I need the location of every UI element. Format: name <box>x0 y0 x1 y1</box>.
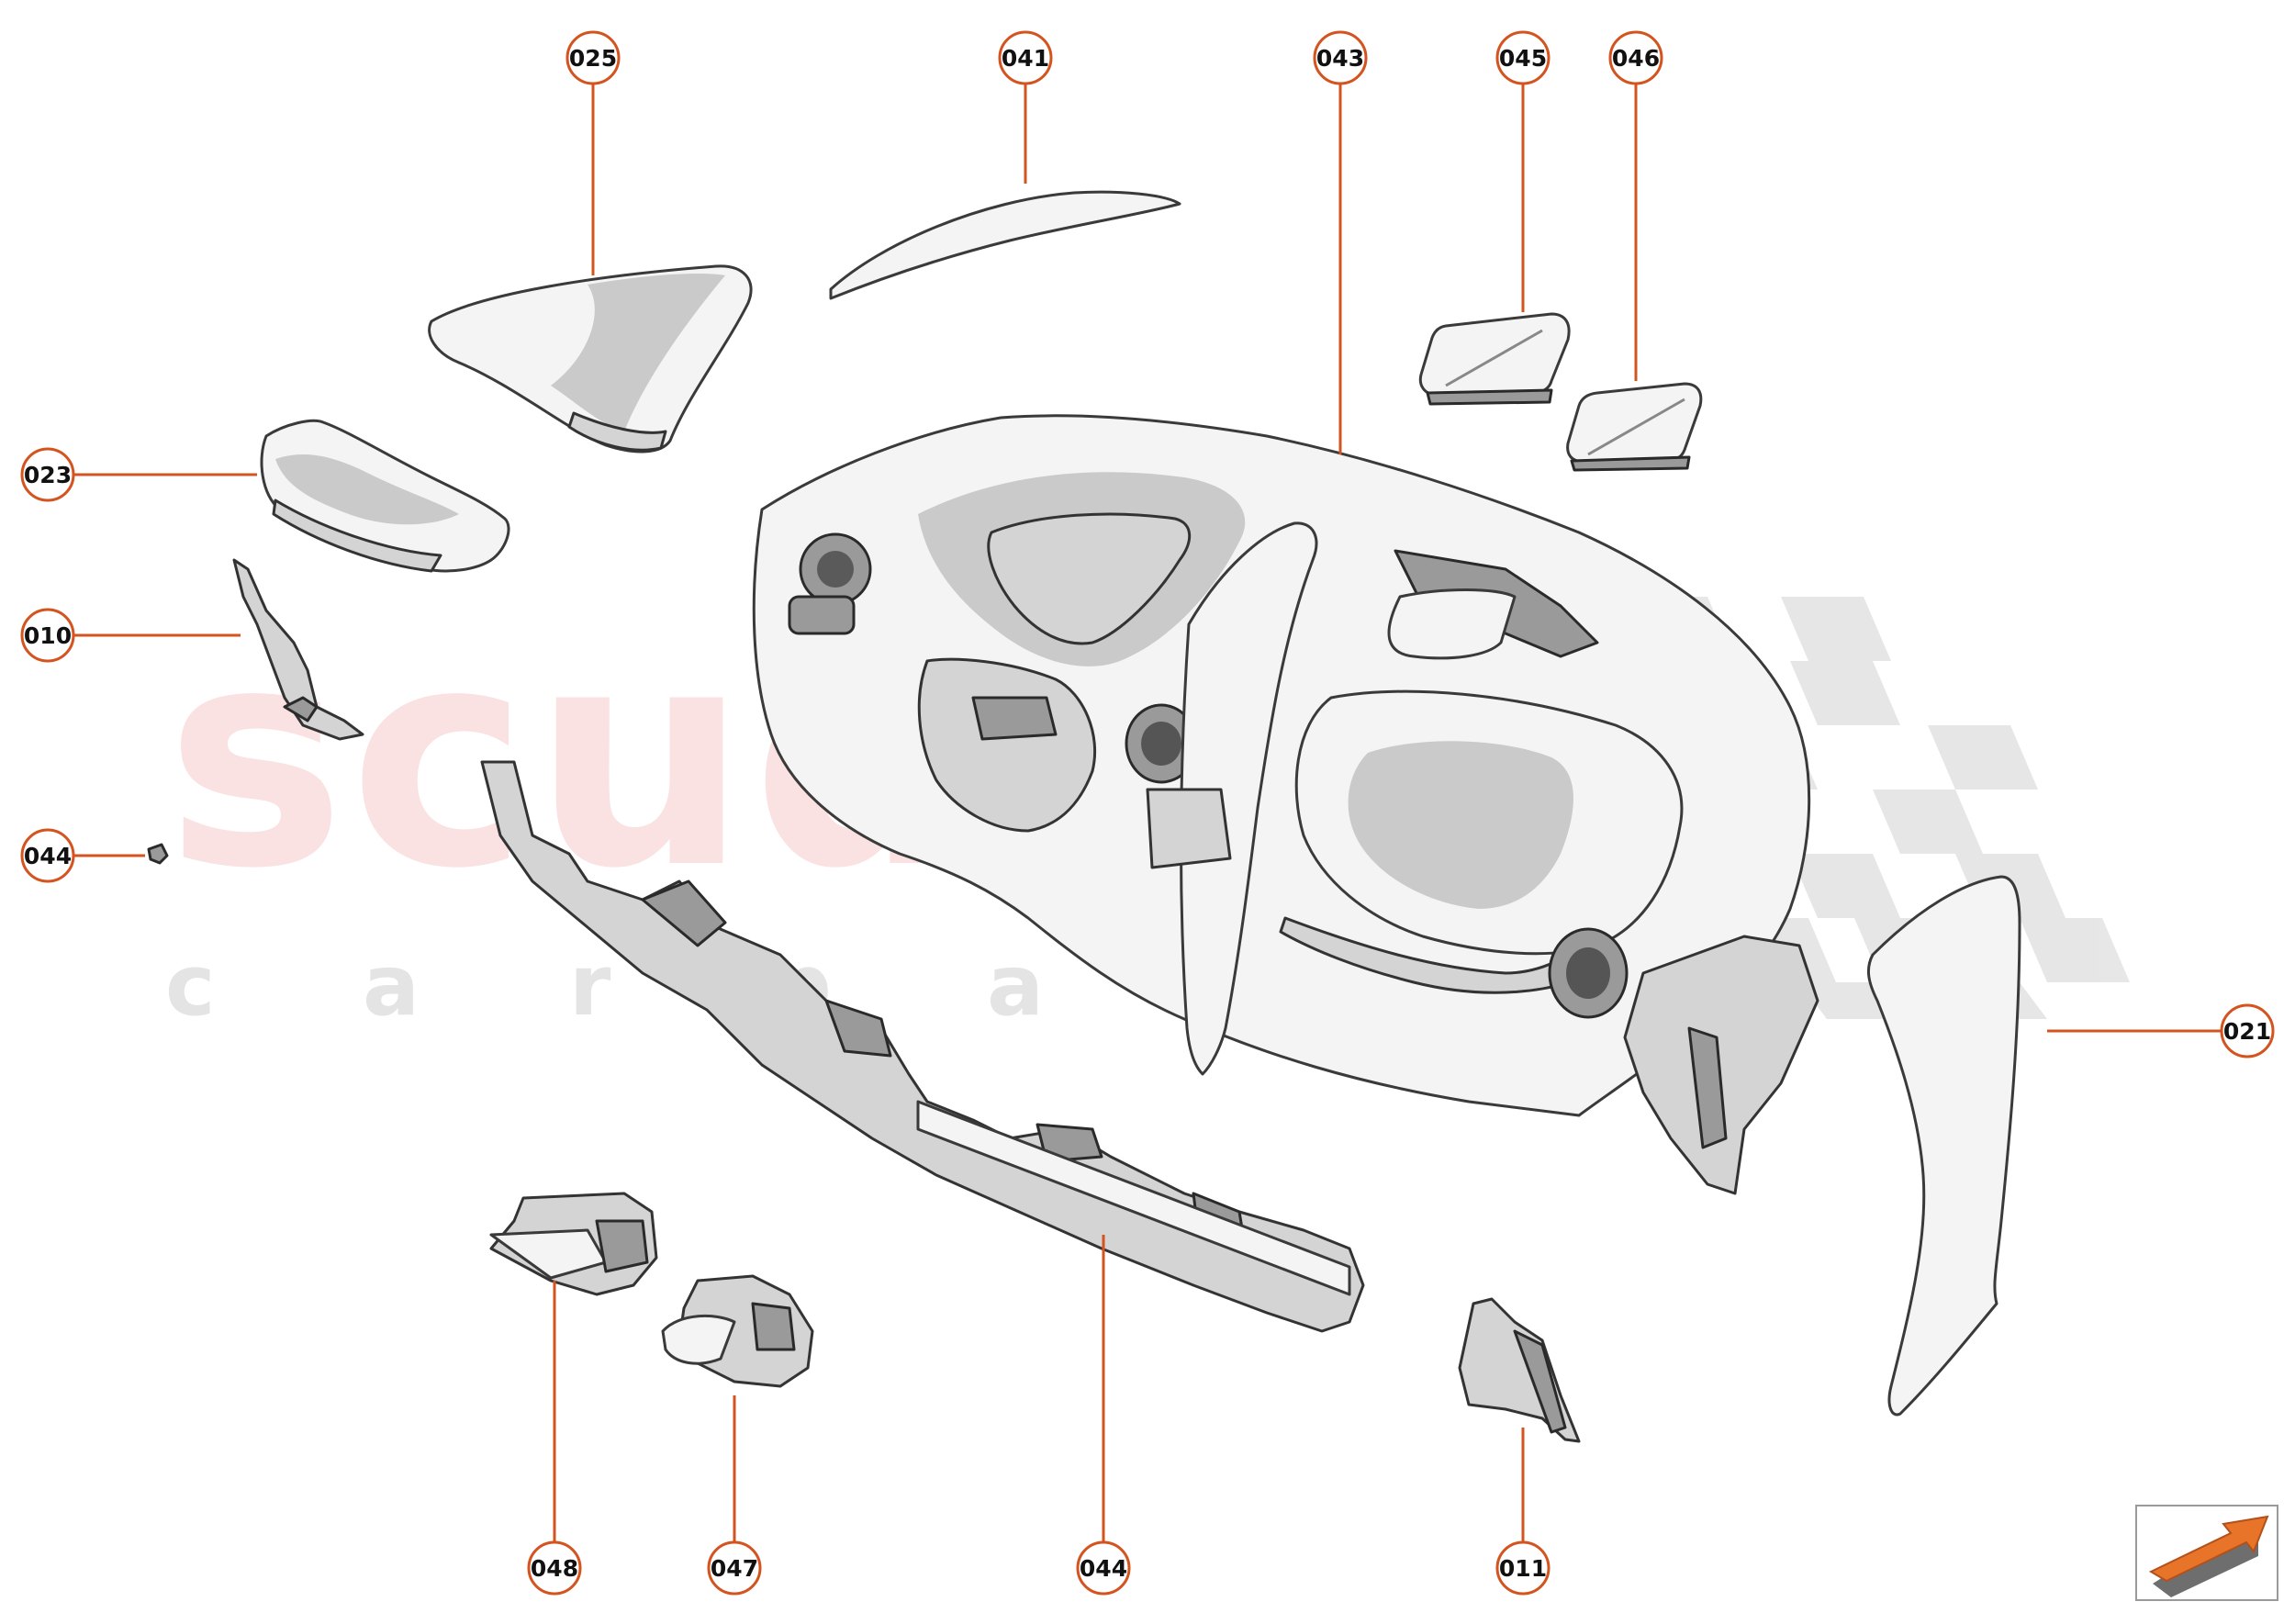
part-010-bracket <box>232 558 364 741</box>
callout-label: 044 <box>24 843 72 869</box>
callout-label: 021 <box>2223 1018 2271 1045</box>
callout-025[interactable]: 025 <box>565 30 621 85</box>
callout-label: 044 <box>1080 1555 1127 1582</box>
watermark-letter: a <box>987 936 1044 1035</box>
part-047-duct <box>661 1274 814 1388</box>
part-044-clip <box>147 843 169 865</box>
part-041-trim-strip <box>829 190 1181 300</box>
part-025-instrument-cover <box>428 264 753 454</box>
callout-046[interactable]: 046 <box>1608 30 1663 85</box>
callout-label: 041 <box>1002 45 1049 72</box>
callout-label: 010 <box>24 622 72 649</box>
callout-label: 023 <box>24 462 72 488</box>
part-023-tray <box>260 419 510 573</box>
callout-044-beam[interactable]: 044 <box>1076 1540 1131 1596</box>
part-021-side-panel <box>1866 875 2021 1417</box>
part-046-vent-bezel <box>1566 382 1703 472</box>
callout-047[interactable]: 047 <box>707 1540 762 1596</box>
callout-label: 043 <box>1316 45 1364 72</box>
callout-label: 011 <box>1499 1555 1547 1582</box>
callout-043[interactable]: 043 <box>1313 30 1368 85</box>
part-045-vent-bezel <box>1418 312 1571 406</box>
callout-010[interactable]: 010 <box>20 608 75 663</box>
callout-048[interactable]: 048 <box>527 1540 582 1596</box>
part-043-dashboard <box>752 414 1819 1195</box>
callout-label: 025 <box>569 45 617 72</box>
watermark-letter: c <box>165 936 216 1035</box>
callout-011[interactable]: 011 <box>1495 1540 1551 1596</box>
callouts: 025 041 043 045 046 023 <box>20 30 2275 1596</box>
watermark-letter: a <box>363 936 420 1035</box>
orientation-arrow-icon <box>2135 1505 2278 1601</box>
callout-label: 048 <box>531 1555 578 1582</box>
part-044-cross-beam <box>480 760 1365 1333</box>
part-048-duct <box>489 1192 658 1296</box>
parts <box>147 190 2021 1443</box>
callout-044-clip[interactable]: 044 <box>20 828 75 883</box>
callout-045[interactable]: 045 <box>1495 30 1551 85</box>
callout-label: 046 <box>1612 45 1660 72</box>
callout-021[interactable]: 021 <box>2220 1003 2275 1058</box>
watermark-letter: r <box>569 936 611 1035</box>
callout-023[interactable]: 023 <box>20 447 75 502</box>
callout-label: 045 <box>1499 45 1547 72</box>
callout-041[interactable]: 041 <box>998 30 1053 85</box>
callout-label: 047 <box>711 1555 758 1582</box>
part-011-bracket <box>1458 1297 1581 1443</box>
